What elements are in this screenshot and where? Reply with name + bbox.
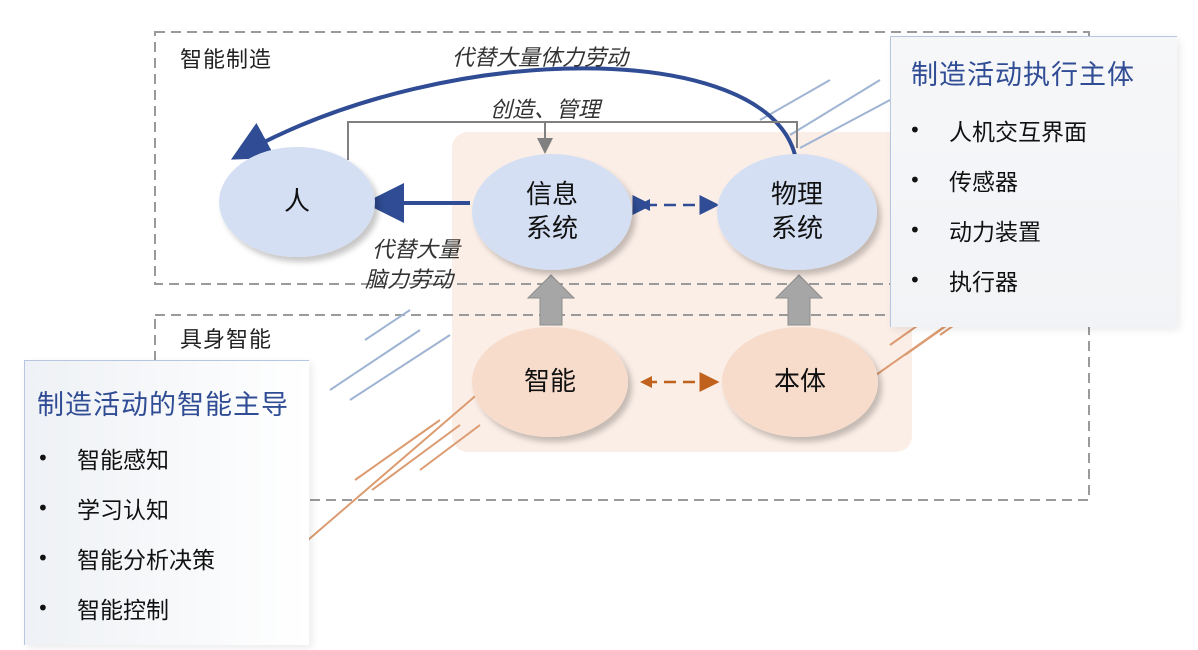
list-item: • 智能感知 — [37, 433, 215, 483]
node-info-system-label: 信息 系统 — [472, 154, 632, 270]
node-physical-system-label: 物理 系统 — [717, 154, 877, 270]
list-item-text: 动力装置 — [949, 220, 1041, 246]
arrow-create-manage — [347, 121, 798, 160]
intelligence-text: 智能 — [523, 367, 576, 397]
body-text: 本体 — [773, 367, 826, 397]
node-physical-system — [717, 154, 877, 270]
block-arrow-body-to-physical — [774, 274, 824, 326]
info-system-line2: 系统 — [525, 214, 578, 244]
list-item: • 传感器 — [909, 155, 1087, 205]
list-item-text: 智能感知 — [77, 448, 169, 474]
frame-title-smart-manufacturing: 智能制造 — [180, 48, 273, 73]
bullet-icon: • — [909, 168, 921, 192]
node-human — [219, 147, 375, 257]
execution-subject-list: • 人机交互界面 • 传感器 • 动力装置 • 执行器 — [909, 105, 1087, 305]
bullet-icon: • — [37, 496, 49, 520]
node-info-system — [472, 154, 632, 270]
physical-system-line1: 物理 — [770, 180, 823, 210]
list-item: • 学习认知 — [37, 483, 215, 533]
intelligence-lead-title: 制造活动的智能主导 — [37, 390, 289, 421]
label-replace-physical-labor: 代替大量体力劳动 — [452, 46, 629, 71]
bullet-icon: • — [909, 118, 921, 142]
bullet-icon: • — [37, 596, 49, 620]
block-arrow-intelligence-to-info — [526, 274, 576, 326]
list-item: • 动力装置 — [909, 205, 1087, 255]
node-body-label: 本体 — [722, 327, 878, 437]
label-replace-mental-labor-line2: 脑力劳动 — [365, 268, 454, 293]
arrow-intelligence-body-start-head — [640, 376, 652, 388]
label-replace-mental-labor-line1: 代替大量 — [372, 238, 461, 263]
physical-system-line2: 系统 — [770, 214, 823, 244]
label-create-manage: 创造、管理 — [490, 98, 601, 123]
bullet-icon: • — [909, 218, 921, 242]
list-item: • 人机交互界面 — [909, 105, 1087, 155]
bullet-icon: • — [37, 546, 49, 570]
node-intelligence — [472, 327, 628, 437]
list-item-text: 执行器 — [949, 270, 1018, 296]
intelligence-lead-panel: 制造活动的智能主导 • 智能感知 • 学习认知 • 智能分析决策 • 智能控制 — [24, 360, 309, 645]
arrow-info-physical-start-head — [638, 199, 650, 211]
list-item-text: 人机交互界面 — [949, 120, 1087, 146]
execution-subject-panel: 制造活动执行主体 • 人机交互界面 • 传感器 • 动力装置 • 执行器 — [890, 36, 1177, 327]
list-item: • 智能分析决策 — [37, 533, 215, 583]
decorative-blue-lines — [329, 79, 891, 401]
frame-title-embodied-intelligence: 具身智能 — [180, 328, 273, 353]
node-human-label: 人 — [219, 147, 375, 257]
list-item-text: 学习认知 — [77, 498, 169, 524]
list-item: • 智能控制 — [37, 583, 215, 633]
human-text: 人 — [283, 187, 310, 217]
list-item-text: 智能分析决策 — [77, 548, 215, 574]
intelligence-lead-list: • 智能感知 • 学习认知 • 智能分析决策 • 智能控制 — [37, 433, 215, 633]
arrow-physical-to-human-arc — [230, 66, 797, 160]
bullet-icon: • — [909, 268, 921, 292]
node-intelligence-label: 智能 — [472, 327, 628, 437]
list-item: • 执行器 — [909, 255, 1087, 305]
list-item-text: 传感器 — [949, 170, 1018, 196]
info-system-line1: 信息 — [525, 180, 578, 210]
bullet-icon: • — [37, 446, 49, 470]
list-item-text: 智能控制 — [77, 598, 169, 624]
node-body — [722, 327, 878, 437]
execution-subject-title: 制造活动执行主体 — [911, 60, 1135, 91]
